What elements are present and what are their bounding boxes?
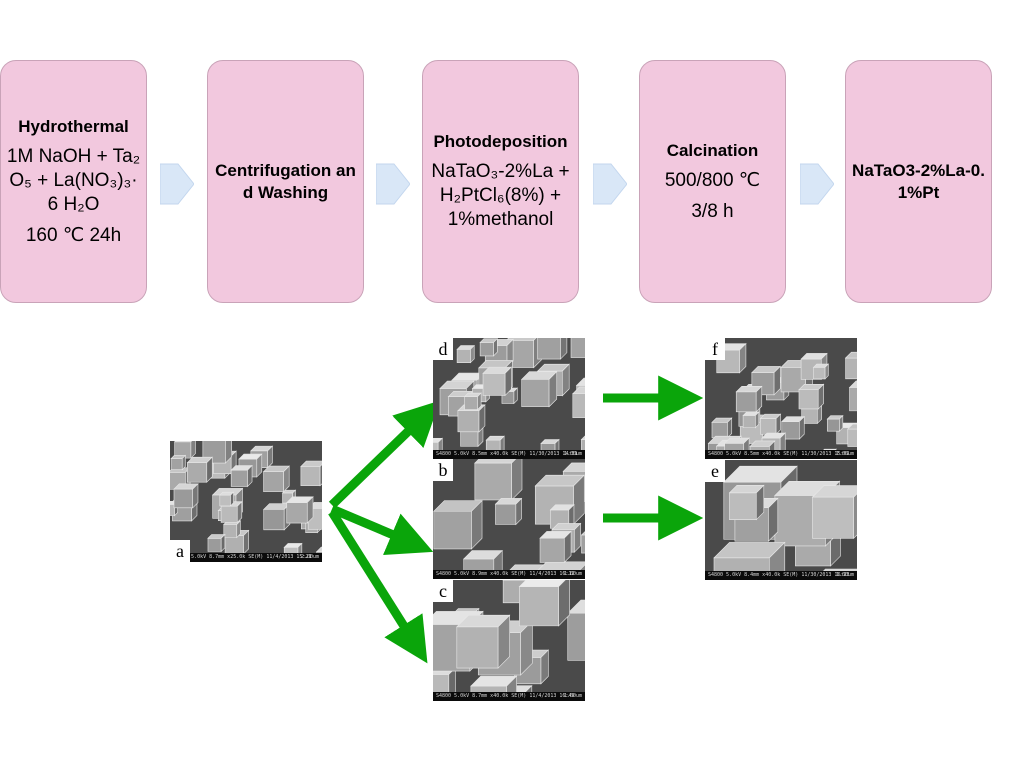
panel-label: f bbox=[705, 338, 725, 360]
sem-image-f: S4800 5.0kV 8.5mm x40.0k SE(M) 11/30/201… bbox=[705, 338, 857, 459]
crystal-shape bbox=[456, 344, 475, 364]
sem-texture bbox=[433, 580, 585, 701]
arrow-a-to-d bbox=[328, 400, 441, 509]
sem-info-bar: S4800 5.0kV 8.5mm x40.0k SE(M) 11/30/201… bbox=[705, 450, 857, 459]
step-title: Photodeposition bbox=[433, 132, 568, 151]
sem-texture bbox=[433, 459, 585, 579]
step-title: Centrifugation and Washing bbox=[215, 160, 356, 202]
crystal-shape bbox=[223, 520, 242, 539]
step-title: Hydrothermal bbox=[18, 116, 129, 136]
crystal-shape bbox=[173, 483, 199, 509]
sem-scale-label: 2.00um bbox=[300, 554, 319, 560]
step-product: NaTaO3-2%La-0.1%Pt bbox=[845, 60, 992, 303]
crystal-shape bbox=[848, 380, 857, 412]
crystal-shape bbox=[572, 386, 585, 419]
crystal-shape bbox=[463, 392, 482, 411]
sem-texture bbox=[170, 441, 322, 562]
crystal-shape bbox=[781, 415, 805, 440]
crystal-shape bbox=[826, 414, 844, 432]
crystal-shape bbox=[570, 338, 585, 358]
crystal-shape bbox=[537, 338, 568, 360]
sem-image-b: S4800 5.0kV 8.9mm x40.0k SE(M) 11/4/2013… bbox=[433, 459, 585, 579]
sem-scale-label: 1.00um bbox=[563, 571, 582, 577]
sem-info-bar: S4800 5.0kV 8.7mm x40.0k SE(M) 11/4/2013… bbox=[433, 692, 585, 701]
panel-label: b bbox=[433, 459, 453, 481]
panel-label: a bbox=[170, 540, 190, 562]
panel-label: d bbox=[433, 338, 453, 360]
crystal-shape bbox=[520, 370, 558, 408]
crystal-shape bbox=[847, 423, 857, 447]
step-title: Calcination bbox=[666, 140, 759, 160]
crystal-shape bbox=[518, 580, 570, 627]
sem-image-c: S4800 5.0kV 8.7mm x40.0k SE(M) 11/4/2013… bbox=[433, 580, 585, 701]
crystal-shape bbox=[262, 465, 290, 493]
crystal-shape bbox=[173, 441, 196, 459]
sem-image-d: S4800 5.0kV 8.5mm x40.0k SE(M) 11/30/201… bbox=[433, 338, 585, 459]
step-line: 160 ℃ 24h bbox=[25, 224, 122, 246]
sem-info-bar: S4800 5.0kV 8.5mm x40.0k SE(M) 11/30/201… bbox=[433, 450, 585, 459]
crystal-shape bbox=[811, 485, 857, 540]
crystal-shape bbox=[482, 366, 513, 397]
crystal-shape bbox=[186, 456, 213, 483]
crystal-shape bbox=[759, 413, 782, 435]
step-centrifugation: Centrifugation and Washing bbox=[207, 60, 364, 303]
crystal-shape bbox=[844, 351, 857, 380]
sem-texture bbox=[705, 338, 857, 459]
step-photodeposition: Photodeposition NaTaO₃-2%La + H₂PtCl₆(8%… bbox=[422, 60, 579, 303]
crystal-shape bbox=[735, 385, 763, 413]
crystal-shape bbox=[230, 464, 253, 488]
panel-label: c bbox=[433, 580, 453, 602]
sem-image-a: S4800 5.0kV 8.7mm x25.0k SE(M) 11/4/2013… bbox=[170, 441, 322, 562]
sem-texture bbox=[433, 338, 585, 459]
crystal-shape bbox=[742, 411, 760, 429]
crystal-shape bbox=[494, 497, 523, 526]
crystal-shape bbox=[539, 530, 572, 564]
crystal-shape bbox=[728, 484, 765, 521]
step-line: NaTaO₃-2%La + H₂PtCl₆(8%) +1%methanol bbox=[431, 161, 570, 230]
chevron-right-icon bbox=[593, 152, 627, 216]
crystal-shape bbox=[433, 499, 483, 550]
panel-label: e bbox=[705, 460, 725, 482]
chevron-right-icon bbox=[800, 152, 834, 216]
sem-info-bar: S4800 5.0kV 8.7mm x25.0k SE(M) 11/4/2013… bbox=[170, 553, 322, 562]
arrow-a-to-b bbox=[330, 504, 434, 556]
crystal-shape bbox=[567, 599, 585, 661]
crystal-shape bbox=[300, 460, 322, 487]
step-line: 3/8 h bbox=[691, 200, 734, 222]
crystal-shape bbox=[711, 417, 733, 439]
step-calcination: Calcination 500/800 ℃ 3/8 h bbox=[639, 60, 786, 303]
sem-texture bbox=[705, 460, 857, 580]
arrow-a-to-c bbox=[328, 509, 428, 664]
sem-info-bar: S4800 5.0kV 8.4mm x40.0k SE(M) 11/30/201… bbox=[705, 571, 857, 580]
step-hydrothermal: Hydrothermal 1M NaOH + Ta₂O₅ + La(NO₃)₃·… bbox=[0, 60, 147, 303]
step-line: 1M NaOH + Ta₂O₅ + La(NO₃)₃·6 H₂O bbox=[6, 145, 141, 215]
sem-scale-label: 1.00um bbox=[563, 693, 582, 699]
sem-image-e: S4800 5.0kV 8.4mm x40.0k SE(M) 11/30/201… bbox=[705, 460, 857, 580]
step-line: 500/800 ℃ bbox=[664, 169, 761, 191]
chevron-right-icon bbox=[160, 152, 194, 216]
crystal-shape bbox=[286, 496, 314, 524]
sem-scale-label: 1.00um bbox=[835, 451, 854, 457]
crystal-shape bbox=[207, 533, 226, 553]
crystal-shape bbox=[474, 459, 523, 501]
sem-scale-label: 1.00um bbox=[563, 451, 582, 457]
crystal-shape bbox=[263, 502, 291, 531]
crystal-shape bbox=[456, 614, 511, 669]
crystal-shape bbox=[219, 491, 235, 507]
crystal-shape bbox=[812, 363, 830, 380]
crystal-shape bbox=[751, 365, 782, 396]
crystal-shape bbox=[479, 338, 499, 357]
crystal-shape bbox=[580, 531, 585, 554]
sem-scale-label: 1.00um bbox=[835, 572, 854, 578]
step-title: NaTaO3-2%La-0.1%Pt bbox=[852, 160, 985, 202]
chevron-right-icon bbox=[376, 152, 410, 216]
sem-info-bar: S4800 5.0kV 8.9mm x40.0k SE(M) 11/4/2013… bbox=[433, 570, 585, 579]
crystal-shape bbox=[798, 383, 825, 410]
crystal-shape bbox=[170, 454, 187, 471]
